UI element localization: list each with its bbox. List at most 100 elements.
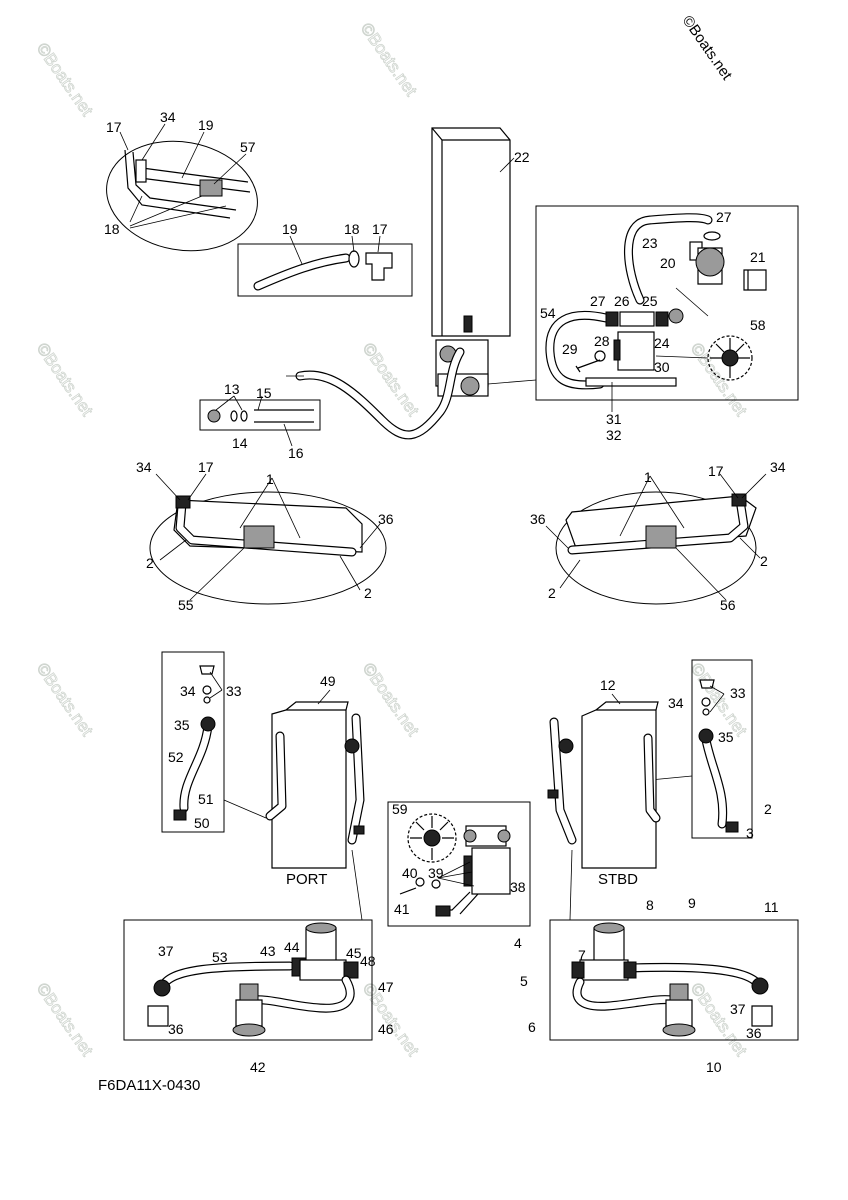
watermark: ©Boats.net	[33, 979, 97, 1059]
callout-2c: 2	[760, 553, 768, 569]
callout-34: 34	[160, 109, 176, 125]
callout-49: 49	[320, 673, 336, 689]
callout-17: 17	[106, 119, 122, 135]
callout-labels: 17 34 19 57 18 22 19 18 17 27 23 20 21 2…	[104, 109, 786, 1075]
callout-40: 40	[402, 865, 418, 881]
callout-37: 37	[158, 943, 174, 959]
callout-23: 23	[642, 235, 658, 251]
callout-4: 4	[514, 935, 522, 951]
copyright-text: ©Boats.net	[679, 13, 736, 84]
callout-7: 7	[578, 947, 586, 963]
callout-18: 18	[104, 221, 120, 237]
callout-50: 50	[194, 815, 210, 831]
stbd-vent-box	[649, 659, 753, 839]
callout-34f: 34	[668, 695, 684, 711]
callout-44: 44	[284, 939, 300, 955]
watermark: ©Boats.net	[687, 979, 751, 1059]
callout-36c: 36	[168, 1021, 184, 1037]
callout-32: 32	[606, 427, 622, 443]
callout-30: 30	[654, 359, 670, 375]
callout-26: 26	[614, 293, 630, 309]
callout-3: 3	[746, 825, 754, 841]
callout-21: 21	[750, 249, 766, 265]
callout-36d: 36	[746, 1025, 762, 1041]
callout-2a: 2	[146, 555, 154, 571]
stbd-fill-ellipse	[545, 473, 767, 605]
callout-28: 28	[594, 333, 610, 349]
callout-57: 57	[240, 139, 256, 155]
callout-42: 42	[250, 1059, 266, 1075]
callout-8: 8	[646, 897, 654, 913]
callout-51: 51	[198, 791, 214, 807]
callout-39: 39	[428, 865, 444, 881]
callout-6: 6	[528, 1019, 536, 1035]
callout-17b: 17	[372, 221, 388, 237]
port-fill-ellipse	[149, 473, 387, 605]
callout-41: 41	[394, 901, 410, 917]
callout-58: 58	[750, 317, 766, 333]
callout-33b: 33	[730, 685, 746, 701]
callout-55: 55	[178, 597, 194, 613]
callout-1: 1	[266, 471, 274, 487]
callout-43: 43	[260, 943, 276, 959]
callout-17d: 17	[708, 463, 724, 479]
stbd-pump-box	[549, 919, 799, 1041]
callout-1b: 1	[644, 469, 652, 485]
pump-assembly-box	[535, 205, 799, 412]
callout-36b: 36	[530, 511, 546, 527]
callout-15: 15	[256, 385, 272, 401]
callout-35b: 35	[718, 729, 734, 745]
callout-46: 46	[378, 1021, 394, 1037]
callout-37b: 37	[730, 1001, 746, 1017]
callout-18b: 18	[344, 221, 360, 237]
callout-10: 10	[706, 1059, 722, 1075]
inset-filler-neck	[106, 123, 258, 252]
callout-27: 27	[716, 209, 732, 225]
callout-38: 38	[510, 879, 526, 895]
callout-2e: 2	[764, 801, 772, 817]
callout-45: 45	[346, 945, 362, 961]
callout-56: 56	[720, 597, 736, 613]
callout-36: 36	[378, 511, 394, 527]
stbd-tank-12	[547, 693, 661, 921]
transfer-pump-box	[387, 801, 531, 927]
callout-48: 48	[360, 953, 376, 969]
callout-31: 31	[606, 411, 622, 427]
callout-12: 12	[600, 677, 616, 693]
port-vent-box	[161, 651, 267, 833]
callout-34c: 34	[136, 459, 152, 475]
callout-24: 24	[654, 335, 670, 351]
port-pump-box	[123, 919, 373, 1041]
callout-35: 35	[174, 717, 190, 733]
callout-19b: 19	[282, 221, 298, 237]
callout-16: 16	[288, 445, 304, 461]
callout-14: 14	[232, 435, 248, 451]
callout-19: 19	[198, 117, 214, 133]
callout-34e: 34	[180, 683, 196, 699]
watermark: ©Boats.net	[33, 39, 97, 119]
callout-20: 20	[660, 255, 676, 271]
filler-hose-box	[237, 235, 413, 297]
callout-2d: 2	[548, 585, 556, 601]
watermark: ©Boats.net	[359, 659, 423, 739]
callout-59: 59	[392, 801, 408, 817]
watermark: ©Boats.net	[33, 659, 97, 739]
watermark: ©Boats.net	[33, 339, 97, 419]
fuel-line	[286, 347, 465, 440]
watermark: ©Boats.net	[357, 19, 421, 99]
callout-9: 9	[688, 895, 696, 911]
callout-29: 29	[562, 341, 578, 357]
callout-22: 22	[514, 149, 530, 165]
callout-54: 54	[540, 305, 556, 321]
watermark: ©Boats.net	[687, 339, 751, 419]
callout-52: 52	[168, 749, 184, 765]
callout-17c: 17	[198, 459, 214, 475]
callout-5: 5	[520, 973, 528, 989]
callout-27b: 27	[590, 293, 606, 309]
callout-47: 47	[378, 979, 394, 995]
callout-53: 53	[212, 949, 228, 965]
callout-13: 13	[224, 381, 240, 397]
port-tank-49	[265, 689, 365, 921]
callout-34d: 34	[770, 459, 786, 475]
